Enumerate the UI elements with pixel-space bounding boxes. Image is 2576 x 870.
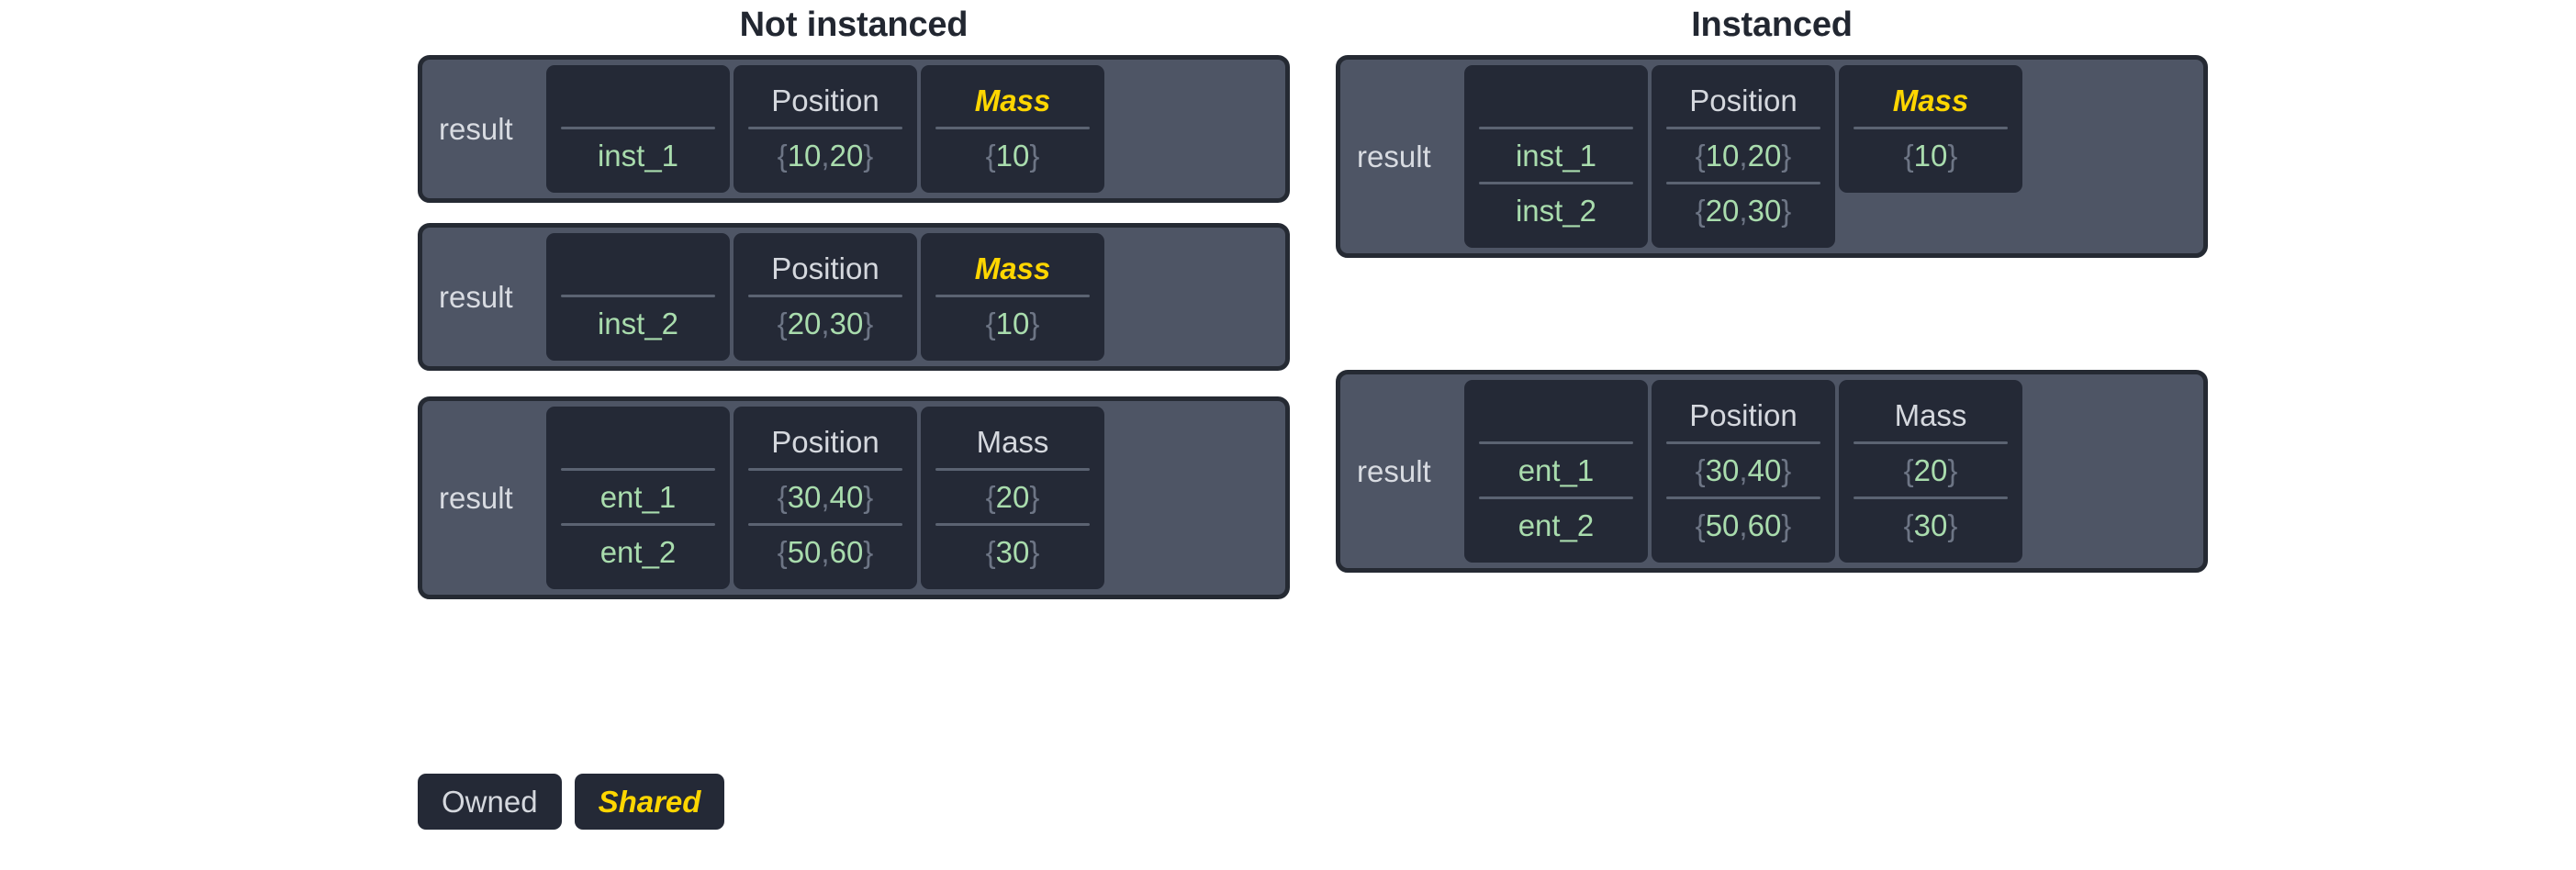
position-column-header: Position	[1689, 397, 1798, 432]
name-column-header	[559, 242, 717, 295]
name-column-header	[559, 74, 717, 127]
result-label: result	[1357, 453, 1431, 488]
name-column-header	[1477, 74, 1635, 127]
legend: Owned Shared	[418, 774, 725, 830]
row-divider	[1666, 127, 1820, 129]
legend-owned-chip: Owned	[418, 774, 562, 830]
result-label: result	[439, 279, 513, 314]
position-column-header: Position	[771, 83, 879, 117]
row-divider	[1479, 127, 1633, 129]
entity-name-cell: inst_2	[1515, 193, 1597, 228]
name-column: inst_2	[546, 233, 730, 361]
entity-name-cell: ent_1	[599, 479, 677, 514]
row-divider	[561, 295, 715, 297]
row-divider	[1854, 441, 2008, 444]
row-divider	[935, 468, 1090, 471]
name-column: ent_1 ent_2	[1464, 380, 1648, 563]
row-divider	[935, 523, 1090, 526]
entity-name-cell: ent_2	[1518, 508, 1595, 542]
row-divider	[561, 468, 715, 471]
name-column: inst_1	[546, 65, 730, 193]
row-divider	[1666, 441, 1820, 444]
row-divider	[561, 127, 715, 129]
row-divider	[1666, 496, 1820, 499]
result-label: result	[439, 111, 513, 146]
row-divider	[1479, 182, 1633, 184]
name-column-header	[1477, 389, 1635, 441]
name-column-header	[559, 416, 717, 468]
mass-column-header: Mass	[974, 83, 1051, 117]
row-divider	[1479, 441, 1633, 444]
mass-column-header: Mass	[1892, 83, 1969, 117]
position-column-header: Position	[1689, 83, 1798, 117]
name-column: inst_1 inst_2	[1464, 65, 1648, 248]
entity-name-cell: ent_2	[599, 534, 677, 569]
mass-column-header: Mass	[976, 424, 1049, 459]
position-column-header: Position	[771, 424, 879, 459]
row-divider	[1479, 496, 1633, 499]
row-divider	[1854, 496, 2008, 499]
column-instanced: Instanced result inst_1 inst_2 Position …	[1336, 0, 2208, 593]
entity-name-cell: inst_2	[597, 306, 679, 340]
row-divider	[748, 295, 902, 297]
row-divider	[561, 523, 715, 526]
position-column-header: Position	[771, 251, 879, 285]
row-divider	[748, 127, 902, 129]
row-divider	[748, 468, 902, 471]
result-label: result	[439, 480, 513, 515]
column-title-not-instanced: Not instanced	[739, 6, 969, 44]
row-divider	[1854, 127, 2008, 129]
entity-name-cell: inst_1	[1515, 138, 1597, 173]
column-title-instanced: Instanced	[1691, 6, 1853, 44]
mass-column-header: Mass	[1894, 397, 1967, 432]
row-divider	[748, 523, 902, 526]
entity-name-cell: ent_1	[1518, 452, 1595, 487]
layout-spacer	[1336, 278, 2208, 370]
entity-name-cell: inst_1	[597, 138, 679, 173]
name-column: ent_1 ent_2	[546, 407, 730, 589]
result-label: result	[1357, 139, 1431, 173]
row-divider	[935, 295, 1090, 297]
legend-shared-chip: Shared	[574, 774, 725, 830]
mass-column-header: Mass	[974, 251, 1051, 285]
row-divider	[1666, 182, 1820, 184]
row-divider	[935, 127, 1090, 129]
